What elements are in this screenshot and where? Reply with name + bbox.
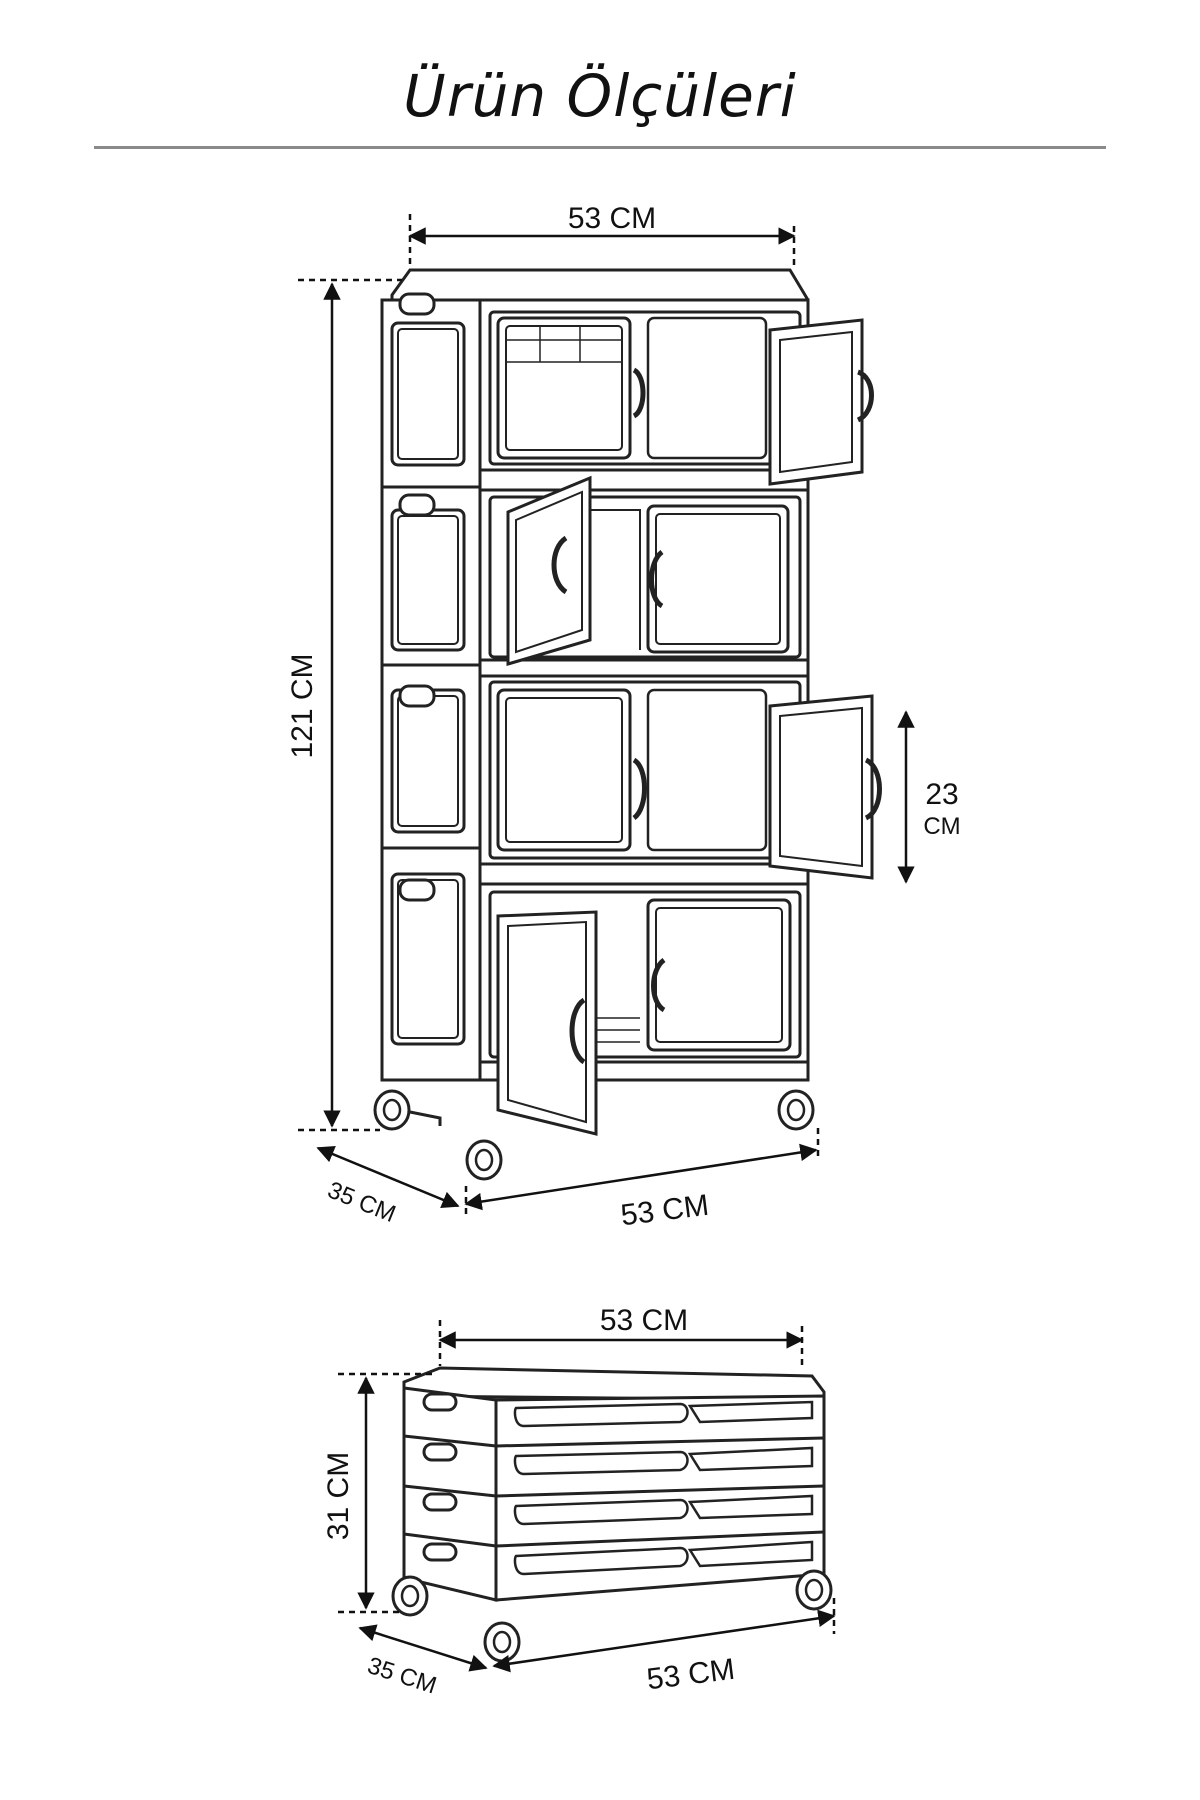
folded-dimensions bbox=[338, 1320, 836, 1673]
folded-cabinet bbox=[402, 1366, 826, 1602]
assembled-width-bottom-label: 53 CM bbox=[619, 1189, 711, 1233]
assembled-cabinet bbox=[380, 268, 882, 1136]
drawer-height-value: 23 bbox=[925, 778, 958, 811]
assembled-depth-label: 35 CM bbox=[324, 1177, 400, 1229]
folded-width-top-label: 53 CM bbox=[600, 1304, 688, 1337]
assembled-height-label: 121 CM bbox=[286, 653, 319, 758]
folded-height-label: 31 CM bbox=[322, 1452, 355, 1540]
drawer-height-unit: CM bbox=[923, 813, 960, 840]
page-title: Ürün Ölçüleri bbox=[403, 62, 797, 130]
folded-depth-label: 35 CM bbox=[364, 1652, 440, 1700]
assembled-width-top-label: 53 CM bbox=[568, 202, 656, 235]
title-divider bbox=[94, 146, 1106, 149]
assembled-dimensions bbox=[298, 214, 915, 1218]
caster-wheels bbox=[373, 1089, 815, 1181]
folded-width-bottom-label: 53 CM bbox=[645, 1653, 737, 1697]
